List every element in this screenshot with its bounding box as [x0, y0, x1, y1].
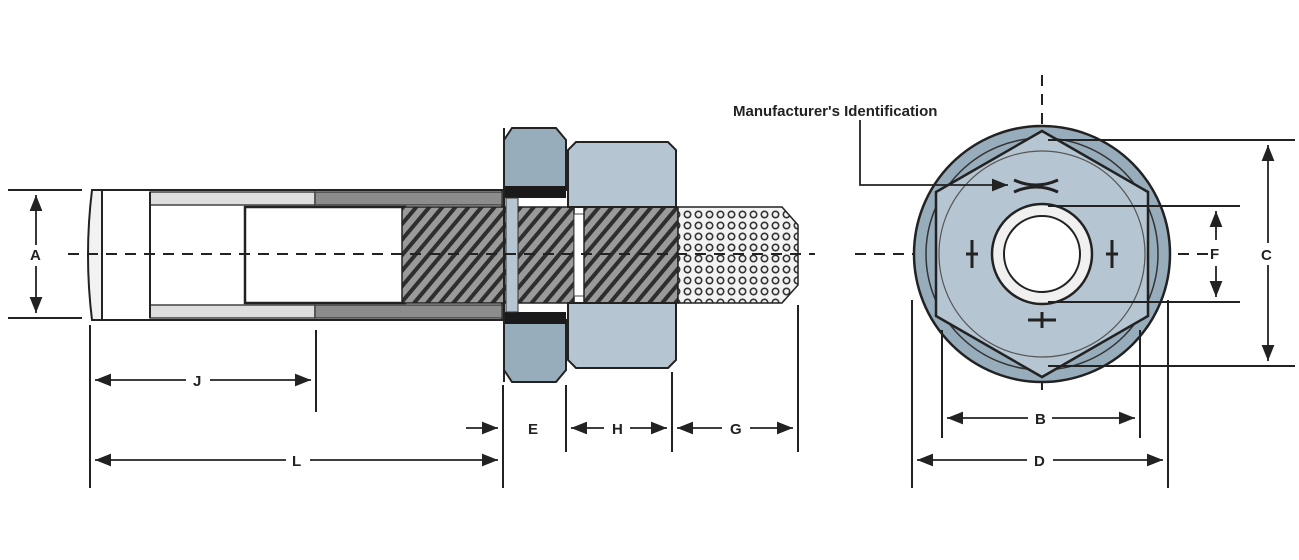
grade-mark-bottom-icon: [1028, 312, 1056, 328]
nut-hex-top: [567, 141, 677, 208]
dim-label-f: F: [1210, 246, 1219, 263]
side-view: [87, 127, 799, 383]
pin-inner-circle: [1003, 215, 1081, 293]
sleeve-wall-bottom: [149, 304, 316, 319]
dim-label-g: G: [730, 421, 742, 438]
nut-hex-bottom: [567, 302, 677, 369]
sleeve-wall-top-dark: [314, 191, 503, 206]
manufacturer-callout-label: Manufacturer's Identification: [733, 103, 937, 120]
collar-hex-top: [503, 127, 567, 191]
dim-label-h: H: [612, 421, 623, 438]
collar-hex-bottom: [503, 319, 567, 383]
dim-label-d: D: [1034, 453, 1045, 470]
manufacturer-callout-leader: [859, 120, 1008, 192]
dim-label-e: E: [528, 421, 538, 438]
dim-label-j: J: [193, 373, 201, 390]
sleeve-wall-top: [149, 191, 316, 206]
dim-label-c: C: [1261, 247, 1272, 264]
end-view: [912, 124, 1172, 384]
manufacturer-mark-icon: [1013, 178, 1059, 194]
grade-mark-left-icon: [966, 240, 978, 268]
dim-label-b: B: [1035, 411, 1046, 428]
dim-label-a: A: [30, 247, 41, 264]
sleeve-wall-bottom-dark: [314, 304, 503, 319]
dim-label-l: L: [292, 453, 301, 470]
grade-mark-right-icon: [1106, 240, 1118, 268]
